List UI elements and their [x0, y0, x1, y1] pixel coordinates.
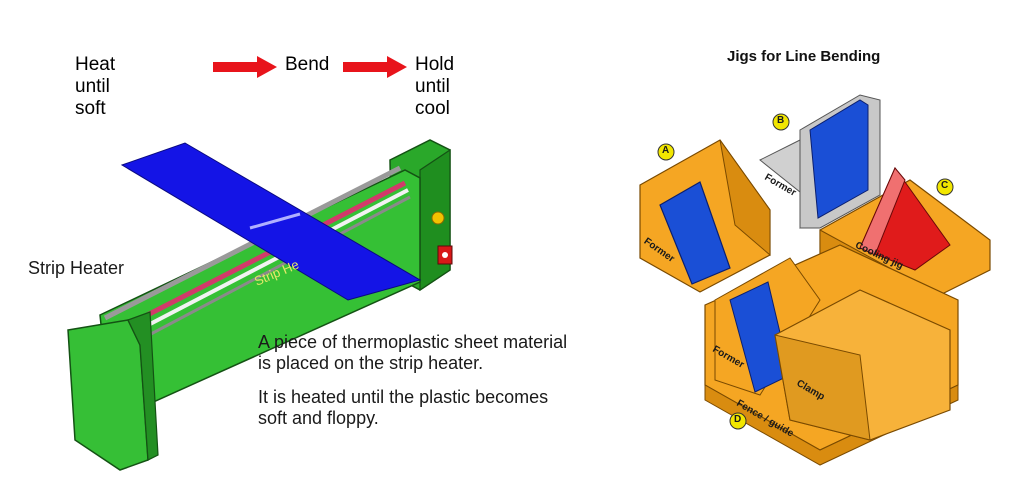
flow-step-heat: Heat until soft	[75, 54, 116, 119]
flow-arrow-icon	[343, 56, 407, 78]
badge-a: A	[662, 145, 670, 156]
badge-c: C	[941, 180, 949, 191]
description-line: is placed on the strip heater.	[258, 353, 484, 373]
badge-b: B	[777, 115, 785, 126]
badge-d: D	[734, 414, 742, 425]
flow-step-hold: Hold until cool	[415, 54, 455, 119]
jigs-title: Jigs for Line Bending	[727, 48, 881, 65]
description-line: soft and floppy.	[258, 408, 379, 428]
description-paragraph-2: It is heated until the plastic becomes s…	[258, 387, 548, 429]
description-line: A piece of thermoplastic sheet material	[258, 332, 568, 352]
description-line: It is heated until the plastic becomes	[258, 387, 549, 407]
strip-heater-label: Strip Heater	[28, 258, 125, 278]
flow-arrow-icon	[213, 56, 277, 78]
flow-step-bend: Bend	[285, 54, 330, 75]
description-paragraph-1: A piece of thermoplastic sheet material …	[258, 332, 567, 374]
